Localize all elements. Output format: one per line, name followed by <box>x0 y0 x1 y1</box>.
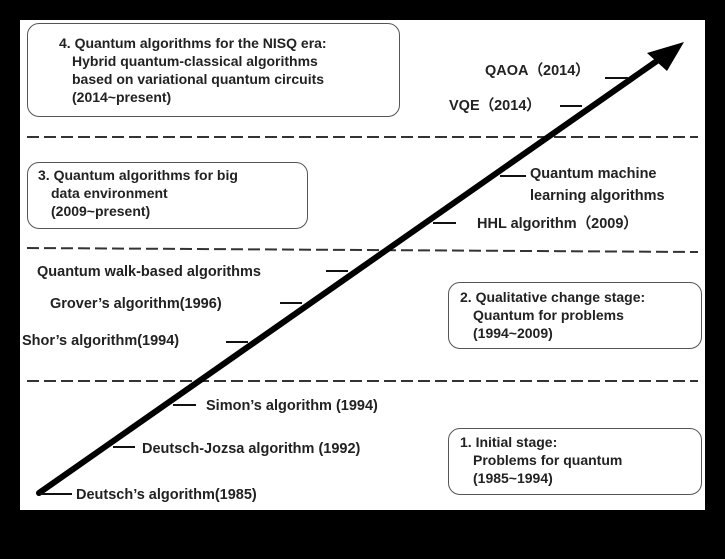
stage-1-title: 1. Initial stage: <box>460 434 558 450</box>
milestone-qml: Quantum machine learning algorithms <box>530 163 665 207</box>
milestone-vqe: VQE（2014） <box>449 98 541 114</box>
milestone-qaoa: QAOA（2014） <box>485 63 590 79</box>
stage-3-subtitle: data environment <box>51 185 168 201</box>
milestone-shor: Shor’s algorithm(1994) <box>22 333 180 349</box>
milestone-qml-line-1: Quantum machine <box>530 166 657 182</box>
milestone-qml-line-2: learning algorithms <box>530 188 665 204</box>
stage-4-title: 4. Quantum algorithms for the NISQ era: <box>59 35 327 51</box>
stage-4-subtitle: Hybrid quantum-classical algorithms <box>72 53 318 69</box>
divider-2-3 <box>26 247 699 253</box>
milestone-hhl: HHL algorithm（2009） <box>477 216 638 232</box>
stage-1-period: (1985~1994) <box>473 470 553 486</box>
stage-4-box: 4. Quantum algorithms for the NISQ era: … <box>27 23 400 117</box>
stage-2-subtitle: Quantum for problems <box>473 307 624 323</box>
milestone-deutsch: Deutsch’s algorithm(1985) <box>76 487 257 503</box>
stage-4-period: (2014~present) <box>72 89 172 105</box>
stage-1-box: 1. Initial stage: Problems for quantum (… <box>448 428 702 495</box>
milestone-simon: Simon’s algorithm (1994) <box>206 398 378 414</box>
stage-2-title: 2. Qualitative change stage: <box>460 289 646 305</box>
stage-3-period: (2009~present) <box>51 203 151 219</box>
timeline-arrow-icon <box>36 42 684 496</box>
stage-2-period: (1994~2009) <box>473 325 553 341</box>
milestone-deutsch-jozsa: Deutsch-Jozsa algorithm (1992) <box>142 441 361 457</box>
stage-1-subtitle: Problems for quantum <box>473 452 623 468</box>
stage-divider-lines <box>26 136 699 382</box>
stage-3-title: 3. Quantum algorithms for big <box>38 167 238 183</box>
milestone-grover: Grover’s algorithm(1996) <box>50 296 222 312</box>
stage-4-subtitle-2: based on variational quantum circuits <box>72 71 325 87</box>
stage-3-box: 3. Quantum algorithms for big data envir… <box>27 162 308 229</box>
milestone-quantum-walk: Quantum walk-based algorithms <box>37 264 261 280</box>
milestone-ticks <box>40 77 628 495</box>
stage-2-box: 2. Qualitative change stage: Quantum for… <box>448 282 702 349</box>
